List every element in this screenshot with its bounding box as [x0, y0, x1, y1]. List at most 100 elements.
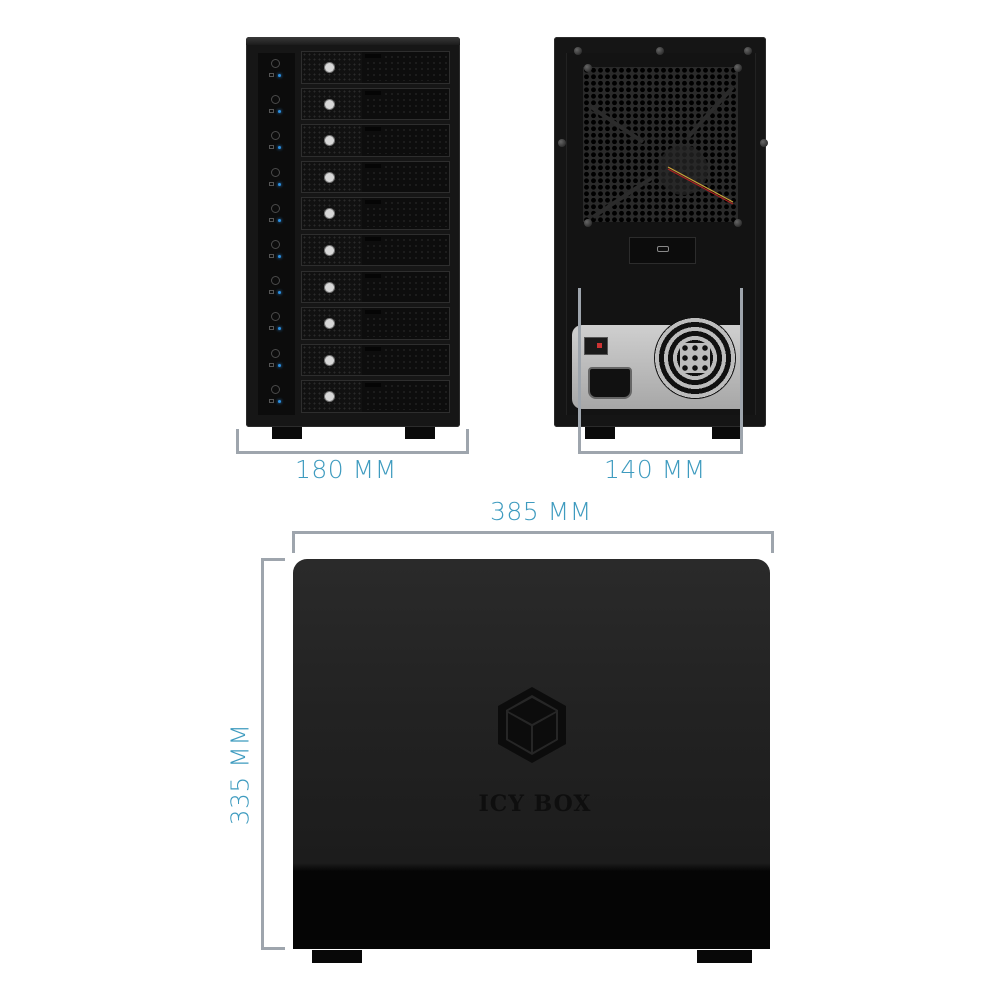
drive-icon	[269, 109, 274, 114]
lock-icon[interactable]	[325, 136, 334, 146]
screw-icon	[734, 219, 742, 227]
drive-icon	[269, 326, 274, 331]
power-button-icon[interactable]	[271, 203, 280, 213]
power-button-icon[interactable]	[271, 95, 280, 105]
led-row	[258, 270, 295, 307]
screw-icon	[558, 139, 566, 147]
lock-icon[interactable]	[325, 282, 334, 292]
lock-icon[interactable]	[325, 245, 334, 255]
lock-icon[interactable]	[325, 99, 334, 109]
lock-icon[interactable]	[325, 319, 334, 329]
status-led-icon	[278, 327, 281, 331]
psu-fan-center	[680, 343, 710, 373]
front-view-enclosure	[246, 37, 460, 427]
front-width-bracket	[236, 429, 469, 454]
led-row	[258, 162, 295, 199]
fan-grille	[583, 67, 738, 222]
usb-c-port-icon	[657, 246, 669, 252]
drive-icon	[269, 217, 274, 222]
status-led-icon	[278, 255, 281, 258]
drive-icon	[269, 254, 274, 258]
height-bracket	[261, 558, 285, 950]
bay-handle[interactable]	[365, 200, 447, 227]
power-button-icon[interactable]	[271, 167, 280, 177]
fan-wire-icon	[589, 85, 735, 219]
screw-icon	[584, 64, 592, 72]
led-row	[258, 343, 295, 380]
front-width-label: 180 MM	[295, 455, 397, 484]
drive-bay[interactable]	[301, 307, 450, 340]
side-foot-left	[312, 950, 362, 963]
status-led-icon	[278, 110, 281, 114]
lock-icon[interactable]	[325, 172, 334, 182]
screw-icon	[760, 139, 768, 147]
bay-handle[interactable]	[365, 346, 447, 374]
led-panel	[258, 53, 295, 415]
led-row	[258, 53, 295, 90]
bay-handle[interactable]	[365, 236, 447, 264]
rear-foot-right	[712, 427, 742, 439]
status-led-icon	[278, 399, 281, 403]
bay-latch	[302, 88, 362, 120]
icy-box-cube-logo-icon	[498, 687, 566, 763]
status-led-icon	[278, 182, 281, 186]
screw-icon	[734, 64, 742, 72]
screw-icon	[744, 47, 752, 55]
led-row	[258, 306, 295, 343]
power-button-icon[interactable]	[271, 384, 280, 394]
drive-bay[interactable]	[301, 343, 450, 377]
drive-bay[interactable]	[301, 197, 450, 230]
bay-latch	[302, 308, 362, 339]
drive-bays	[301, 51, 450, 417]
drive-bay[interactable]	[301, 270, 450, 304]
drive-bay[interactable]	[301, 233, 450, 267]
power-button-icon[interactable]	[271, 240, 280, 249]
lock-icon[interactable]	[325, 392, 334, 402]
bay-handle[interactable]	[365, 383, 447, 410]
front-top-edge	[246, 37, 460, 45]
fan-hub	[658, 145, 708, 195]
lock-icon[interactable]	[325, 355, 334, 365]
drive-bay[interactable]	[301, 160, 450, 194]
power-button-icon[interactable]	[271, 312, 280, 322]
bay-handle[interactable]	[365, 163, 447, 191]
power-button-icon[interactable]	[271, 131, 280, 141]
drive-bay[interactable]	[301, 51, 450, 84]
status-led-icon	[278, 218, 281, 222]
bay-handle[interactable]	[365, 310, 447, 337]
status-led-icon	[278, 363, 281, 367]
drive-bay[interactable]	[301, 380, 450, 413]
screw-icon	[656, 47, 664, 55]
side-foot-right	[697, 950, 752, 963]
power-socket-icon	[588, 367, 632, 399]
height-label: 335 MM	[225, 723, 255, 826]
led-row	[258, 89, 295, 126]
drive-icon	[269, 181, 274, 186]
drive-bay[interactable]	[301, 124, 450, 157]
rear-width-bracket	[578, 288, 743, 454]
drive-bay[interactable]	[301, 87, 450, 121]
power-button-icon[interactable]	[271, 276, 280, 286]
power-button-icon[interactable]	[271, 348, 280, 358]
power-supply	[572, 317, 742, 409]
drive-icon	[269, 362, 274, 367]
led-row	[258, 125, 295, 162]
screw-icon	[584, 219, 592, 227]
bay-handle[interactable]	[365, 273, 447, 301]
led-row	[258, 379, 295, 416]
front-foot-left	[272, 427, 302, 439]
usb-port-plate	[629, 237, 696, 264]
bay-handle[interactable]	[365, 127, 447, 154]
power-switch	[584, 337, 608, 355]
lock-icon[interactable]	[325, 209, 334, 219]
bay-handle[interactable]	[365, 90, 447, 118]
lock-icon[interactable]	[325, 63, 334, 72]
drive-icon	[269, 290, 274, 295]
depth-bracket	[292, 531, 774, 553]
drive-icon	[269, 398, 274, 403]
drive-icon	[269, 145, 274, 150]
status-led-icon	[278, 146, 281, 150]
drive-icon	[269, 73, 274, 77]
bay-handle[interactable]	[365, 54, 447, 81]
power-button-icon[interactable]	[271, 59, 280, 68]
